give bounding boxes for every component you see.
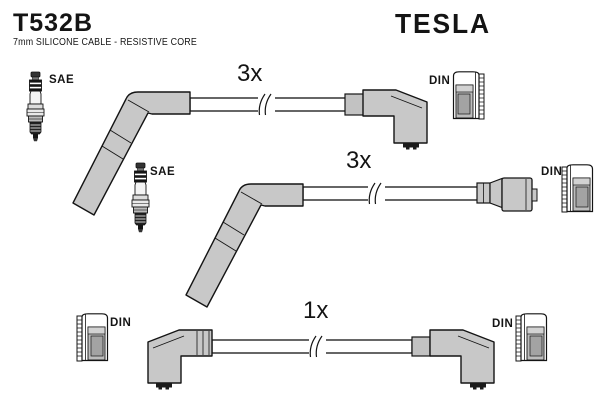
din-label: DIN <box>429 75 450 87</box>
din-terminal-icon <box>452 71 485 120</box>
din-terminal-icon <box>561 164 594 213</box>
cable-break-icon <box>309 335 323 358</box>
boot-ribs <box>196 331 210 355</box>
angled-boot-icon <box>429 329 495 391</box>
quantity-label: 3x <box>346 147 371 174</box>
sae-label: SAE <box>49 74 74 86</box>
elbow-boot-icon <box>362 89 428 151</box>
part-number: T532B <box>13 9 93 37</box>
din-label: DIN <box>541 166 562 178</box>
boot-collar <box>344 93 365 116</box>
din-label-left: DIN <box>110 317 131 329</box>
straight-boot-icon <box>476 177 538 212</box>
din-terminal-icon <box>76 313 109 362</box>
spark-plug-icon <box>26 71 45 142</box>
din-terminal-icon <box>515 313 548 362</box>
angled-boot-icon <box>72 91 191 216</box>
boot-collar <box>411 336 431 357</box>
tesla-logo: TESLA <box>395 8 491 39</box>
cable-break-icon <box>258 93 272 116</box>
cable-line <box>302 186 480 201</box>
quantity-label: 3x <box>237 60 262 87</box>
spark-plug-icon <box>131 162 150 233</box>
cable-row-1: SAE 3x DIN <box>26 60 485 216</box>
quantity-label: 1x <box>303 297 328 324</box>
cable-row-2: SAE 3x DIN <box>131 147 594 308</box>
sae-label: SAE <box>150 166 175 178</box>
cable-break-icon <box>368 182 382 205</box>
din-label-right: DIN <box>492 318 513 330</box>
angled-boot-icon <box>185 183 304 308</box>
cable-row-3: DIN 1x DIN <box>76 297 548 391</box>
product-subtitle: 7mm SILICONE CABLE - RESISTIVE CORE <box>13 37 197 48</box>
elbow-boot-icon <box>147 329 213 391</box>
